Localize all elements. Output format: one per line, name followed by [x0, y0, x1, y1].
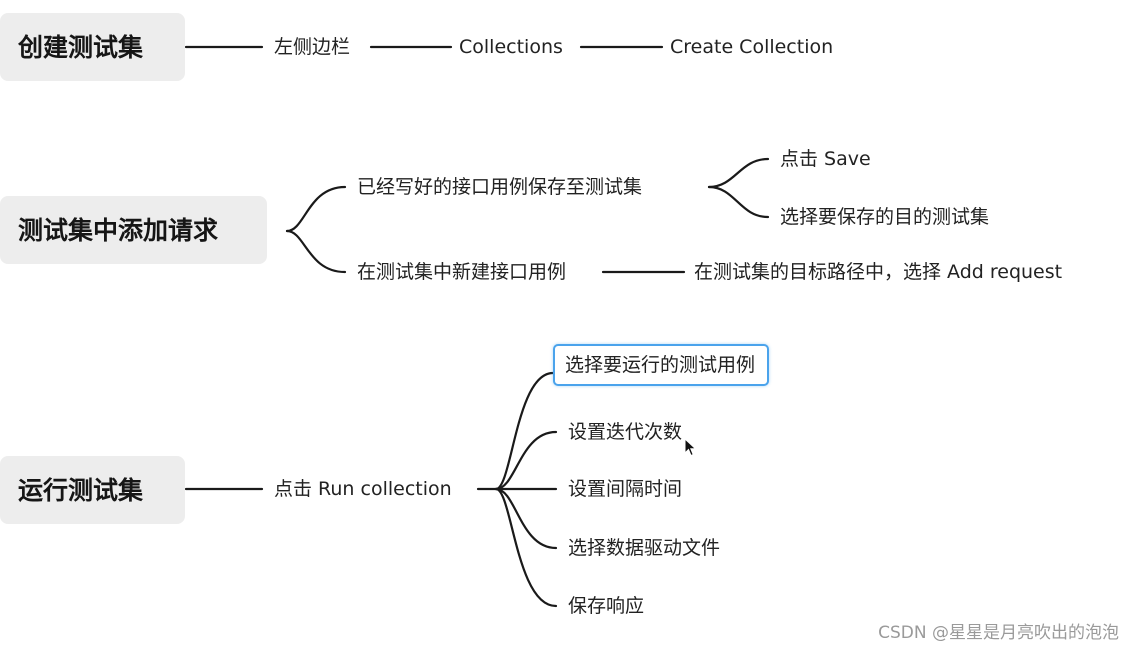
- node-create-collection[interactable]: Create Collection: [670, 36, 834, 58]
- connector-line: [494, 487, 558, 550]
- root-node-run-collection[interactable]: 运行测试集: [0, 456, 185, 524]
- connector-line: [285, 185, 347, 233]
- node-set-delay[interactable]: 设置间隔时间: [568, 478, 683, 500]
- node-new-case-in-collection[interactable]: 在测试集中新建接口用例: [357, 261, 567, 283]
- node-click-run-collection[interactable]: 点击 Run collection: [274, 478, 452, 500]
- mouse-pointer-icon: [684, 438, 697, 457]
- root-node-create-collection[interactable]: 创建测试集: [0, 13, 185, 81]
- node-select-data-file[interactable]: 选择数据驱动文件: [568, 537, 721, 559]
- connector-line: [494, 371, 555, 491]
- node-left-sidebar[interactable]: 左侧边栏: [274, 36, 351, 58]
- node-save-responses[interactable]: 保存响应: [568, 595, 645, 617]
- connector-line: [494, 430, 558, 491]
- node-collections[interactable]: Collections: [459, 36, 563, 58]
- node-add-request[interactable]: 在测试集的目标路径中，选择 Add request: [694, 261, 1063, 283]
- connector-line: [707, 185, 770, 219]
- root-node-add-request[interactable]: 测试集中添加请求: [0, 196, 267, 264]
- connector-line: [285, 229, 347, 274]
- node-select-test-cases[interactable]: 选择要运行的测试用例: [553, 344, 770, 386]
- node-click-save[interactable]: 点击 Save: [780, 148, 871, 170]
- watermark-text: CSDN @星星是月亮吹出的泡泡: [878, 623, 1119, 643]
- connector-line: [494, 487, 558, 608]
- node-choose-target-collection[interactable]: 选择要保存的目的测试集: [780, 206, 990, 228]
- connector-line: [707, 157, 770, 189]
- node-save-existing-case[interactable]: 已经写好的接口用例保存至测试集: [357, 176, 643, 198]
- node-set-iterations[interactable]: 设置迭代次数: [568, 421, 683, 443]
